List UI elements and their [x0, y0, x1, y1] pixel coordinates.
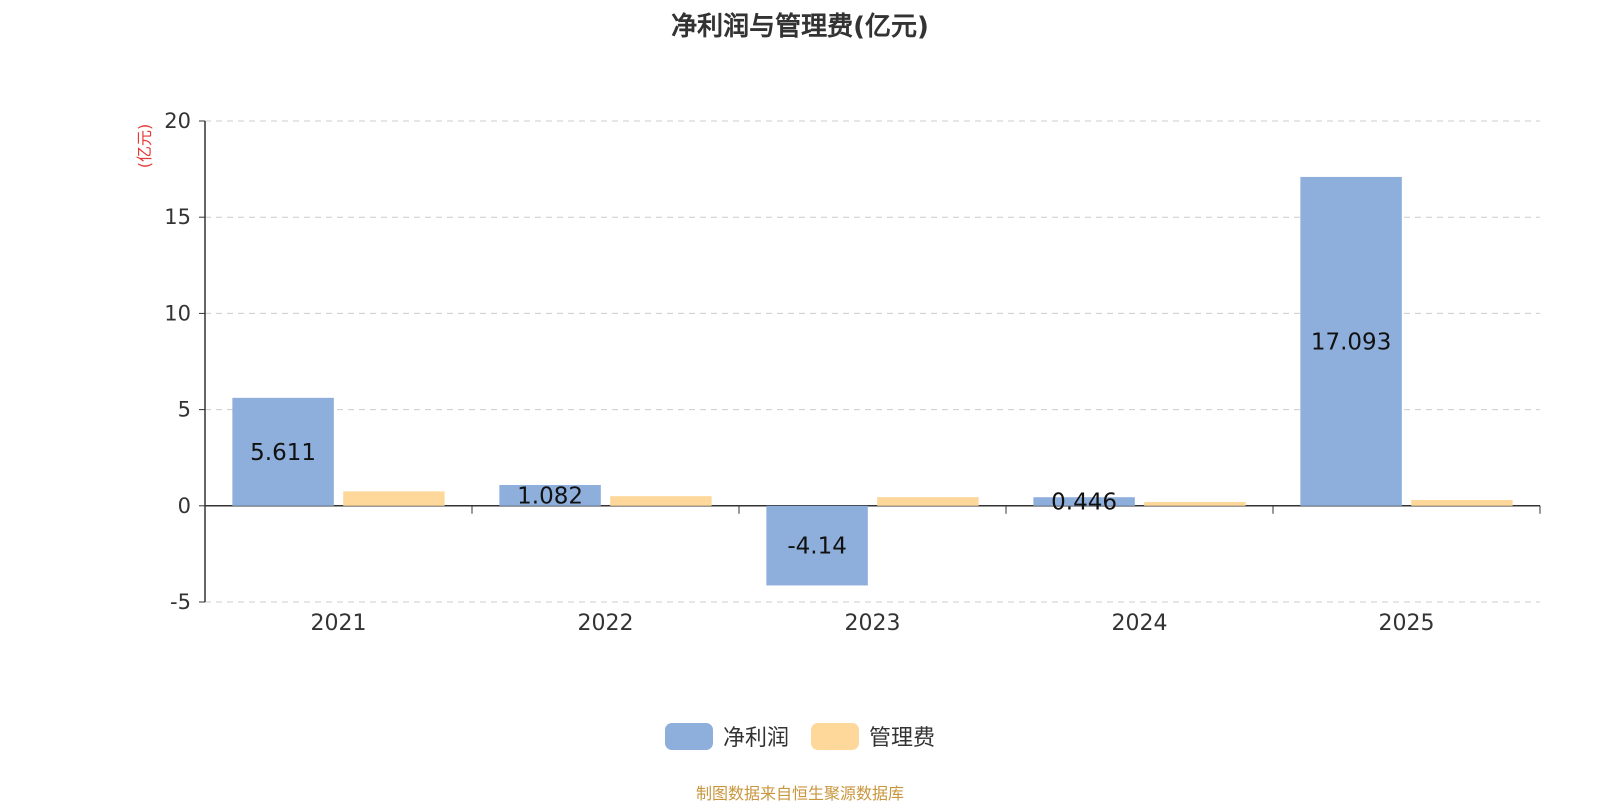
x-tick-label: 2023	[845, 611, 901, 636]
y-tick-label: 10	[164, 301, 191, 325]
bar-net-profit	[499, 484, 601, 506]
y-axis-label: (亿元)	[135, 124, 154, 169]
bar-net-profit	[232, 397, 334, 506]
legend-item-admin-expense[interactable]: 管理费	[811, 720, 935, 752]
data-label: -4.14	[787, 534, 847, 560]
legend-swatch-net-profit	[664, 722, 713, 750]
data-label: 17.093	[1311, 329, 1391, 355]
x-tick-label: 2024	[1112, 611, 1168, 636]
bar-admin-expense	[877, 497, 979, 506]
y-tick-label: 20	[164, 109, 191, 133]
bar-net-profit	[1300, 176, 1402, 506]
y-tick-label: 0	[178, 494, 191, 518]
bar-admin-expense	[343, 491, 445, 506]
x-tick-label: 2025	[1379, 611, 1435, 636]
data-label: 0.446	[1051, 490, 1117, 516]
bar-admin-expense	[1144, 501, 1246, 506]
y-tick-label: -5	[170, 590, 191, 614]
legend-swatch-admin-expense	[811, 722, 859, 750]
data-label: 1.082	[517, 483, 583, 509]
legend-item-net-profit[interactable]: 净利润	[664, 720, 789, 752]
bar-net-profit	[766, 505, 868, 586]
bar-admin-expense	[1411, 500, 1513, 506]
y-tick-label: 15	[164, 205, 191, 229]
y-tick-label: 5	[178, 398, 191, 422]
data-source-note: 制图数据来自恒生聚源数据库	[695, 784, 904, 803]
bar-net-profit	[1033, 497, 1135, 506]
bar-admin-expense	[610, 496, 712, 506]
chart-title: 净利润与管理费(亿元)	[671, 12, 929, 42]
x-tick-label: 2021	[311, 611, 367, 636]
legend-label-net-profit: 净利润	[722, 726, 789, 751]
x-tick-label: 2022	[578, 611, 634, 636]
data-label: 5.611	[250, 440, 316, 466]
legend-label-admin-expense: 管理费	[869, 726, 936, 751]
legend: 净利润 管理费	[0, 720, 1600, 752]
